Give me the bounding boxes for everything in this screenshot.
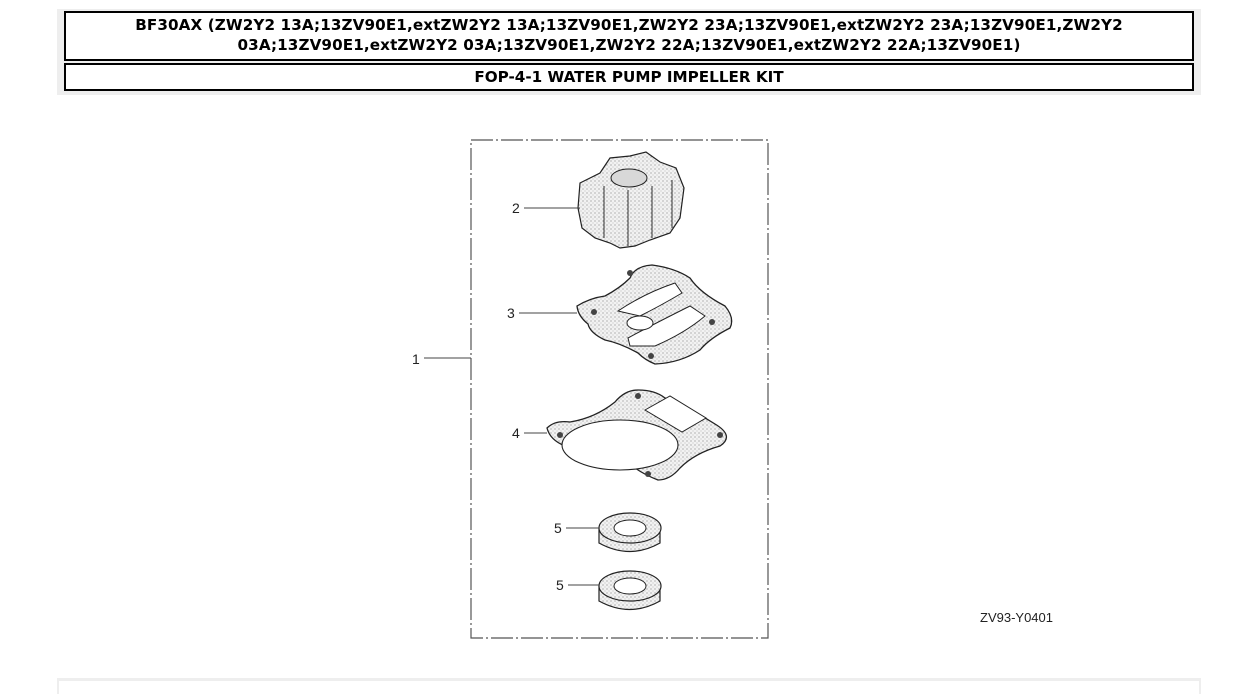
model-applicability-text: BF30AX (ZW2Y2 13A;13ZV90E1,extZW2Y2 13A;… [66,13,1192,55]
figure-code: ZV93-Y0401 [980,610,1053,625]
callout-5-lower[interactable]: 5 [556,577,599,593]
model-applicability-box: BF30AX (ZW2Y2 13A;13ZV90E1,extZW2Y2 13A;… [64,11,1194,61]
parts-list-panel [57,678,1201,694]
plate-gasket-part[interactable] [576,264,733,365]
model-line-1: BF30AX (ZW2Y2 13A;13ZV90E1,extZW2Y2 13A;… [135,16,1123,34]
svg-text:2: 2 [512,200,520,216]
kit-frame [470,139,769,639]
section-title: FOP-4-1 WATER PUMP IMPELLER KIT [474,68,784,86]
callout-2[interactable]: 2 [512,200,580,216]
oil-seal-part-upper[interactable] [598,512,662,552]
header-panel: BF30AX (ZW2Y2 13A;13ZV90E1,extZW2Y2 13A;… [57,9,1201,95]
housing-gasket-part[interactable] [546,389,727,481]
svg-text:5: 5 [556,577,564,593]
model-line-2: 03A;13ZV90E1,extZW2Y2 03A;13ZV90E1,ZW2Y2… [237,36,1021,54]
oil-seal-part-lower[interactable] [598,570,662,610]
svg-text:4: 4 [512,425,520,441]
callout-5-upper[interactable]: 5 [554,520,599,536]
impeller-part[interactable] [577,151,685,249]
svg-text:3: 3 [507,305,515,321]
svg-text:1: 1 [412,351,420,367]
callout-1[interactable]: 1 [412,351,471,367]
section-title-box: FOP-4-1 WATER PUMP IMPELLER KIT [64,63,1194,91]
parts-diagram: 1 2 3 [390,128,1110,648]
parts-list-container [59,681,1199,694]
callout-4[interactable]: 4 [512,425,547,441]
callout-3[interactable]: 3 [507,305,577,321]
svg-text:5: 5 [554,520,562,536]
